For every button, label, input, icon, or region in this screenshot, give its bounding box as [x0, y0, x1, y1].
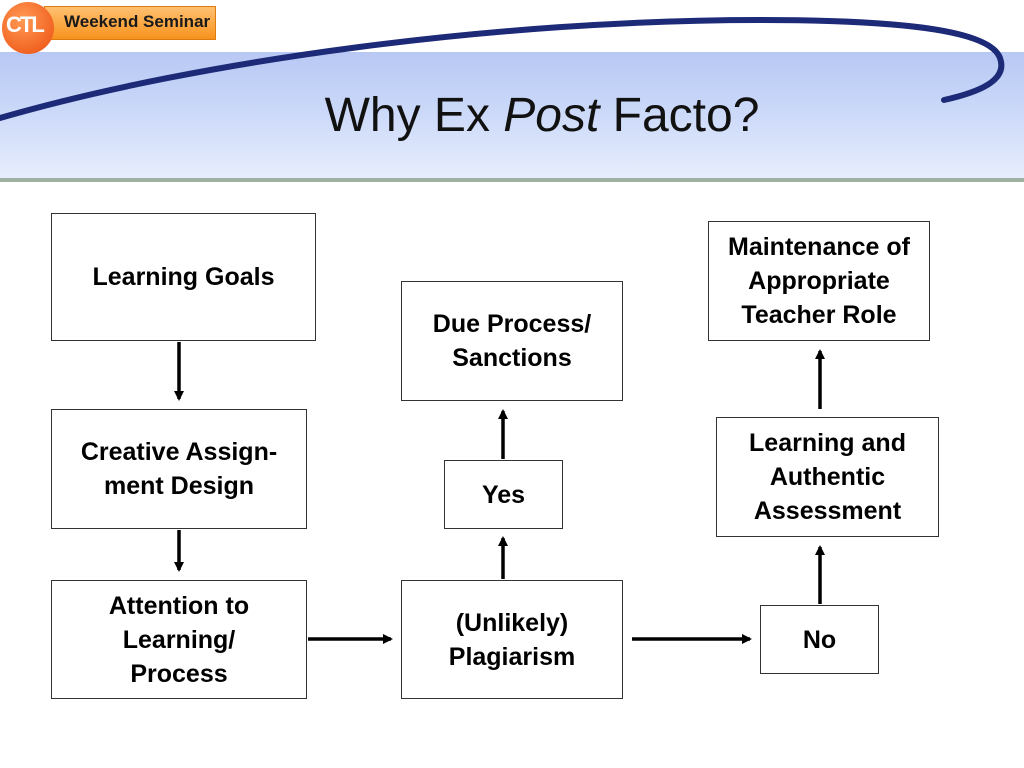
logo-letters: CTL: [6, 12, 45, 37]
node-maintenance-line-2: Appropriate: [748, 267, 890, 295]
node-learning-goals-label: Learning Goals: [92, 263, 275, 291]
node-maintenance-line-3: Teacher Role: [741, 301, 897, 329]
node-plagiarism-line-2: Plagiarism: [448, 642, 576, 671]
node-no-label: No: [802, 625, 837, 654]
node-attention: Attention to Learning/ Process: [51, 580, 307, 699]
node-creative-design-line-2: ment Design: [103, 472, 255, 500]
node-attention-line-1: Attention to: [108, 591, 250, 620]
node-attention-line-3: Process: [130, 659, 228, 688]
node-no: No: [760, 605, 879, 674]
node-due-process-line-2: Sanctions: [452, 344, 572, 372]
node-assessment-line-3: Assessment: [753, 497, 902, 525]
logo-label: Weekend Seminar: [64, 12, 211, 31]
header-divider: [0, 178, 1024, 182]
node-maintenance-line-1: Maintenance of: [728, 233, 910, 261]
title-italic: Post: [503, 89, 600, 142]
node-creative-design: Creative Assign- ment Design: [51, 409, 307, 529]
node-attention-line-2: Learning/: [122, 625, 236, 654]
node-plagiarism: (Unlikely) Plagiarism: [401, 580, 623, 699]
node-assessment-line-2: Authentic: [769, 463, 886, 491]
node-assessment-line-1: Learning and: [749, 429, 906, 457]
title-text-2: Facto?: [599, 89, 760, 142]
swoosh-decoration: [0, 16, 1005, 121]
title-text-1: Why Ex: [324, 89, 504, 142]
slide-title: Why Ex Post Facto?: [0, 88, 1024, 143]
node-plagiarism-line-1: (Unlikely): [455, 608, 569, 637]
node-due-process: Due Process/ Sanctions: [401, 281, 623, 401]
ctl-logo: Weekend Seminar CTL: [0, 0, 220, 56]
logo-banner: [44, 6, 216, 40]
node-learning-goals: Learning Goals: [51, 213, 316, 341]
node-maintenance: Maintenance of Appropriate Teacher Role: [708, 221, 930, 341]
node-due-process-line-1: Due Process/: [432, 310, 592, 338]
node-yes-label: Yes: [481, 480, 526, 509]
logo-badge: [2, 2, 54, 54]
header-band: [0, 52, 1024, 180]
node-creative-design-line-1: Creative Assign-: [80, 438, 278, 466]
node-yes: Yes: [444, 460, 563, 529]
node-assessment: Learning and Authentic Assessment: [716, 417, 939, 537]
